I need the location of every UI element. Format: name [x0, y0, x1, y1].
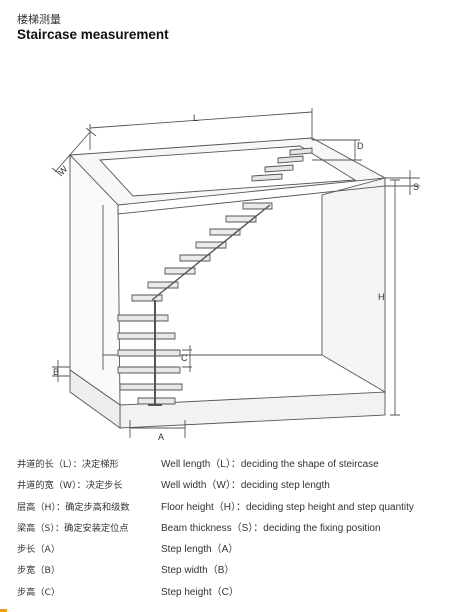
- dimension-D: [312, 139, 362, 161]
- legend-row-well-length: 井道的长（L）：决定梯形 Well length（L）：deciding the…: [17, 458, 442, 479]
- label-L: L: [193, 113, 198, 123]
- left-slab: [69, 369, 121, 429]
- legend-en: Step length（A）: [161, 544, 239, 556]
- legend-cn: 梁高（S）：确定安装定位点: [17, 522, 129, 534]
- legend-cn: 步宽（B）: [17, 565, 61, 577]
- legend-row-floor-height: 层高（H）：确定步高和级数 Floor height（H）：deciding s…: [17, 501, 442, 522]
- dimension-W: [51, 127, 97, 177]
- legend-en: Well length（L）：deciding the shape of ste…: [161, 459, 379, 470]
- label-C: C: [181, 353, 188, 363]
- dimension-B: [52, 360, 70, 382]
- legend-cn: 井道的长（L）：决定梯形: [17, 459, 119, 470]
- legend-en: Step width（B）: [161, 565, 235, 577]
- upper-steps: [251, 147, 313, 182]
- stair-flight: [131, 202, 273, 302]
- legend-cn: 步长（A）: [17, 544, 61, 556]
- page-title: Staircase measurement: [17, 27, 169, 42]
- legend-en: Step height（C）: [161, 586, 239, 598]
- label-A: A: [158, 432, 164, 442]
- label-D: D: [357, 141, 364, 151]
- legend-cn: 层高（H）：确定步高和级数: [17, 501, 130, 513]
- lower-steps: [117, 300, 183, 406]
- legend-cn: 井道的宽（W）：决定步长: [17, 480, 123, 492]
- floor-slab: [119, 391, 386, 429]
- legend-en: Well width（W）：deciding step length: [161, 480, 330, 492]
- dimension-S: [385, 170, 420, 195]
- corner-accent: [0, 609, 7, 612]
- legend-row-well-width: 井道的宽（W）：决定步长 Well width（W）：deciding step…: [17, 479, 442, 500]
- label-B: B: [53, 367, 59, 377]
- label-S: S: [413, 182, 419, 192]
- dimension-A: [129, 420, 186, 438]
- dimension-L: [89, 108, 313, 150]
- label-H: H: [378, 292, 385, 302]
- legend-en: Floor height（H）：deciding step height and…: [161, 501, 414, 513]
- legend-row-step-length: 步长（A） Step length（A）: [17, 543, 442, 564]
- legend-en: Beam thickness（S）：deciding the fixing po…: [161, 522, 381, 534]
- dimension-H: [390, 179, 400, 416]
- legend-row-step-height: 步高（C） Step height（C）: [17, 586, 442, 607]
- right-wall: [321, 177, 386, 393]
- dimension-C: [182, 345, 192, 372]
- legend-cn: 步高（C）: [17, 586, 61, 598]
- legend-list: 井道的长（L）：决定梯形 Well length（L）：deciding the…: [17, 458, 442, 607]
- label-W: W: [56, 164, 69, 177]
- page-title-chinese: 楼梯测量: [17, 13, 61, 26]
- legend-row-step-width: 步宽（B） Step width（B）: [17, 564, 442, 585]
- legend-row-beam-thickness: 梁高（S）：确定安装定位点 Beam thickness（S）：deciding…: [17, 522, 442, 543]
